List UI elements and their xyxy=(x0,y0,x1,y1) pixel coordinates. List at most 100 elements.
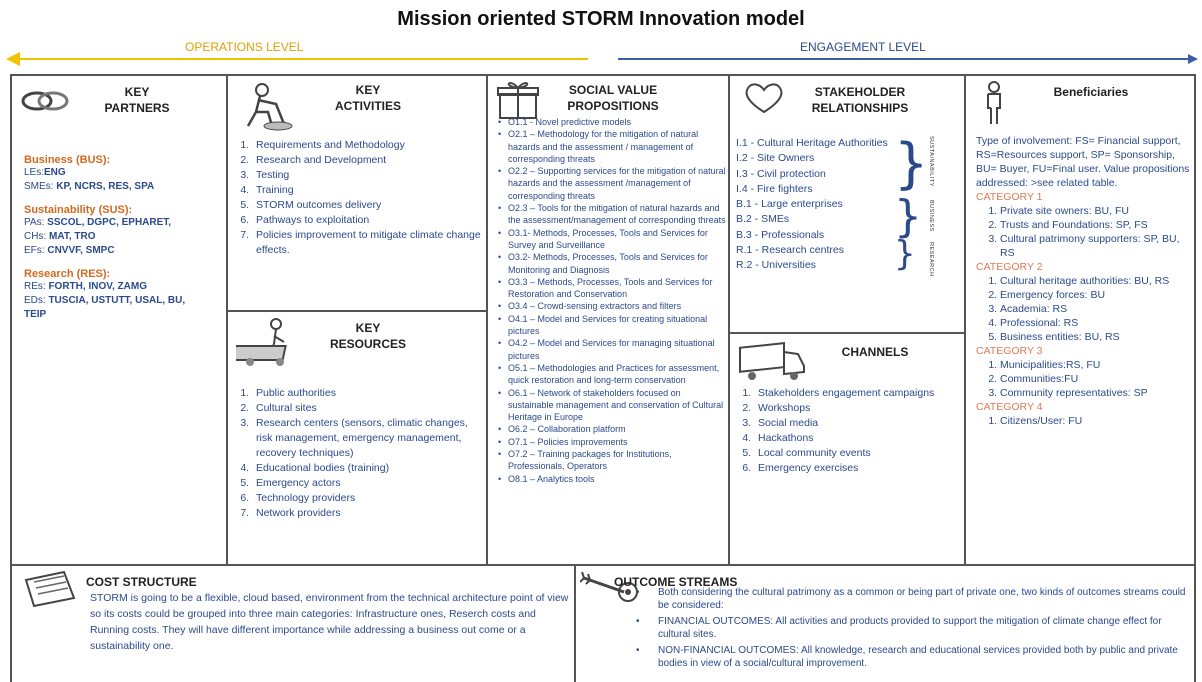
list-item: O7.1 – Policies improvements xyxy=(498,436,726,449)
list-item: Emergency forces: BU xyxy=(1000,288,1192,302)
list-item: Training xyxy=(252,183,486,198)
list-item: Cultural heritage authorities: BU, RS xyxy=(1000,274,1192,288)
eds-value: TUSCIA, USTUTT, USAL, BU, xyxy=(48,295,186,306)
list-item: O3.1- Methods, Processes, Tools and Serv… xyxy=(498,227,726,252)
key-resources-heading: KEY RESOURCES xyxy=(329,321,406,351)
research-brace: } xyxy=(894,234,916,274)
category-4-label: CATEGORY 4 xyxy=(976,401,1043,413)
list-item: Professional: RS xyxy=(1000,316,1192,330)
list-item: R.2 - Universities xyxy=(736,259,816,272)
gift-box-icon xyxy=(497,82,539,119)
list-item: Policies improvement to mitigate climate… xyxy=(252,228,486,258)
sustainability-brace: } xyxy=(894,132,929,195)
sustainability-title: Sustainability (SUS): xyxy=(24,204,133,216)
research-group-label: RESEARCH xyxy=(928,242,934,277)
list-item: Requirements and Methodology xyxy=(252,138,486,153)
social-value-list: O1.1 - Novel predictive models O2.1 – Me… xyxy=(498,116,726,485)
list-item: Research and Development xyxy=(252,153,486,168)
key-resources-box: KEY RESOURCES Public authorities Cultura… xyxy=(226,310,488,566)
key-partners-heading-text: KEY PARTNERS xyxy=(104,85,170,115)
key-activities-list: Requirements and Methodology Research an… xyxy=(228,138,486,258)
key-resources-list: Public authorities Cultural sites Resear… xyxy=(228,386,484,521)
pas-entry: PAs: SSCOL, DGPC, EPHARET, xyxy=(24,216,224,230)
stakeholder-box: STAKEHOLDER RELATIONSHIPS I.1 - Cultural… xyxy=(728,74,966,334)
list-item: O3.2- Methods, Processes, Tools and Serv… xyxy=(498,251,726,276)
document-stack-icon xyxy=(24,570,76,608)
category-2-list: Cultural heritage authorities: BU, RS Em… xyxy=(976,274,1192,344)
list-item: I.3 - Civil protection xyxy=(736,167,826,180)
person-icon xyxy=(987,81,1001,124)
beneficiaries-box: Beneficiaries Type of involvement: FS= F… xyxy=(964,74,1196,566)
business-title: Business (BUS): xyxy=(24,154,111,166)
list-item: R.1 - Research centres xyxy=(736,244,844,257)
category-3-label: CATEGORY 3 xyxy=(976,345,1043,357)
key-partners-box: KEY PARTNERS Business (BUS): LEs:ENG SME… xyxy=(10,74,228,566)
category-1-list: Private site owners: BU, FU Trusts and F… xyxy=(976,204,1192,260)
right-arrow-icon xyxy=(1188,54,1198,64)
list-item: Cultural patrimony supporters: SP, BU, R… xyxy=(1000,232,1192,260)
chs-value: MAT, TRO xyxy=(49,231,96,242)
social-value-heading: SOCIAL VALUE PROPOSITIONS xyxy=(567,83,659,113)
smes-value: KP, NCRS, RES, SPA xyxy=(56,181,155,192)
beneficiaries-heading: Beneficiaries xyxy=(1053,85,1129,99)
res-prefix: REs: xyxy=(24,281,46,292)
worker-digging-icon xyxy=(246,83,293,131)
list-item: Technology providers xyxy=(252,491,484,506)
list-item: Trusts and Foundations: SP, FS xyxy=(1000,218,1192,232)
list-item: Workshops xyxy=(754,401,964,416)
pas-prefix: PAs: xyxy=(24,217,45,228)
worker-machine-icon xyxy=(236,318,287,366)
key-activities-heading: KEY ACTIVITIES xyxy=(334,83,401,113)
chs-entry: CHs: MAT, TRO xyxy=(24,230,224,244)
list-item: Network providers xyxy=(252,506,484,521)
smes-entry: SMEs: KP, NCRS, RES, SPA xyxy=(24,180,224,194)
outcome-streams-list: Both considering the cultural patrimony … xyxy=(628,586,1190,673)
list-item: Social media xyxy=(754,416,964,431)
category-1-label: CATEGORY 1 xyxy=(976,191,1043,203)
res-entry: REs: FORTH, INOV, ZAMG xyxy=(24,280,224,294)
stakeholder-list: I.1 - Cultural Heritage Authorities I.2 … xyxy=(736,136,916,274)
list-item: Emergency actors xyxy=(252,476,484,491)
list-item: Academia: RS xyxy=(1000,302,1192,316)
list-item: O1.1 - Novel predictive models xyxy=(498,116,726,129)
list-item: Local community events xyxy=(754,446,964,461)
pas-value: SSCOL, DGPC, EPHARET, xyxy=(47,217,172,228)
list-item: B.3 - Professionals xyxy=(736,228,825,241)
category-4-list: Citizens/User: FU xyxy=(976,414,1192,428)
list-item: I.1 - Cultural Heritage Authorities xyxy=(736,137,888,149)
social-value-box: SOCIAL VALUE PROPOSITIONS O1.1 - Novel p… xyxy=(486,74,730,566)
list-item: O6.2 – Collaboration platform xyxy=(498,423,726,436)
list-item: Communities:FU xyxy=(1000,372,1192,386)
business-brace: } xyxy=(894,191,922,242)
partners-content: Business (BUS): LEs:ENG SMEs: KP, NCRS, … xyxy=(24,144,224,322)
operations-level-label: OPERATIONS LEVEL xyxy=(185,40,304,54)
heart-icon xyxy=(745,83,783,114)
chs-prefix: CHs: xyxy=(24,231,47,242)
beneficiaries-intro: Type of involvement: FS= Financial suppo… xyxy=(976,135,1190,189)
operations-level-arrow xyxy=(18,58,588,60)
research-title: Research (RES): xyxy=(24,268,111,280)
cost-structure-box: COST STRUCTURE STORM is going to be a fl… xyxy=(10,564,576,682)
les-prefix: LEs: xyxy=(24,167,45,178)
efs-prefix: EFs: xyxy=(24,245,45,256)
list-item: I.2 - Site Owners xyxy=(736,152,815,165)
key-activities-box: KEY ACTIVITIES Requirements and Methodol… xyxy=(226,74,488,312)
list-item: FINANCIAL OUTCOMES: All activities and p… xyxy=(628,615,1190,641)
channels-heading: CHANNELS xyxy=(841,345,909,359)
list-item: O2.2 – Supporting services for the mitig… xyxy=(498,165,726,202)
list-item: Business entities: BU, RS xyxy=(1000,330,1192,344)
list-item: STORM outcomes delivery xyxy=(252,198,486,213)
list-item: Citizens/User: FU xyxy=(1000,414,1192,428)
truck-icon xyxy=(739,342,805,380)
list-item: O4.2 – Model and Services for managing s… xyxy=(498,337,726,362)
channels-box: CHANNELS Stakeholders engagement campaig… xyxy=(728,332,966,566)
list-item: O6.1 – Network of stakeholders focused o… xyxy=(498,387,726,424)
chain-link-icon xyxy=(21,91,69,111)
list-item: Cultural sites xyxy=(252,401,484,416)
list-item: O8.1 – Analytics tools xyxy=(498,473,726,486)
list-item: B.1 - Large enterprises xyxy=(736,198,843,211)
res-value: FORTH, INOV, ZAMG xyxy=(48,281,147,292)
list-item: O2.3 – Tools for the mitigation of natur… xyxy=(498,202,726,227)
efs-entry: EFs: CNVVF, SMPC xyxy=(24,244,224,258)
list-item: Private site owners: BU, FU xyxy=(1000,204,1192,218)
